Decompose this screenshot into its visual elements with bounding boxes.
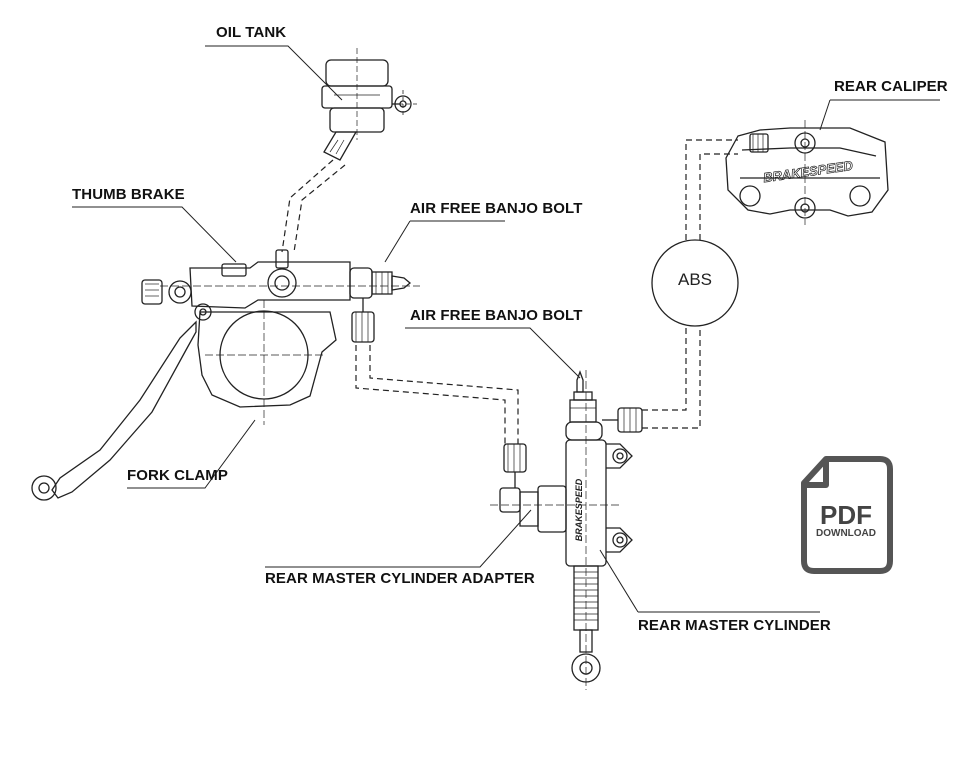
pdf-subtitle: DOWNLOAD [816,528,876,539]
label-air-free-banjo-bolt-bottom: AIR FREE BANJO BOLT [410,307,583,324]
label-rear-caliper: REAR CALIPER [834,78,948,95]
brake-lever [31,320,197,501]
oil-tank [321,48,420,161]
label-rear-master-cylinder-adapter: REAR MASTER CYLINDER ADAPTER [265,570,535,587]
fork-clamp [197,300,337,425]
brake-hose-lines [281,139,738,445]
caliper-brand-marking: BRAKESPEED [762,158,854,186]
master-cylinder-brand-marking: BRAKESPEED [574,478,584,541]
pdf-download-button[interactable]: PDF DOWNLOAD [796,455,896,575]
abs-unit [651,239,739,327]
rear-master-cylinder: BRAKESPEED [490,370,643,690]
label-air-free-banjo-bolt-top: AIR FREE BANJO BOLT [410,200,583,217]
pdf-title: PDF [820,500,872,530]
thumb-brake [141,249,420,343]
abs-label: ABS [677,270,713,289]
rear-caliper: BRAKESPEED [725,120,889,225]
label-oil-tank: OIL TANK [216,24,287,41]
pdf-document-icon [801,456,893,574]
label-rear-master-cylinder: REAR MASTER CYLINDER [638,617,831,634]
label-thumb-brake: THUMB BRAKE [72,186,185,203]
label-fork-clamp: FORK CLAMP [127,467,228,484]
